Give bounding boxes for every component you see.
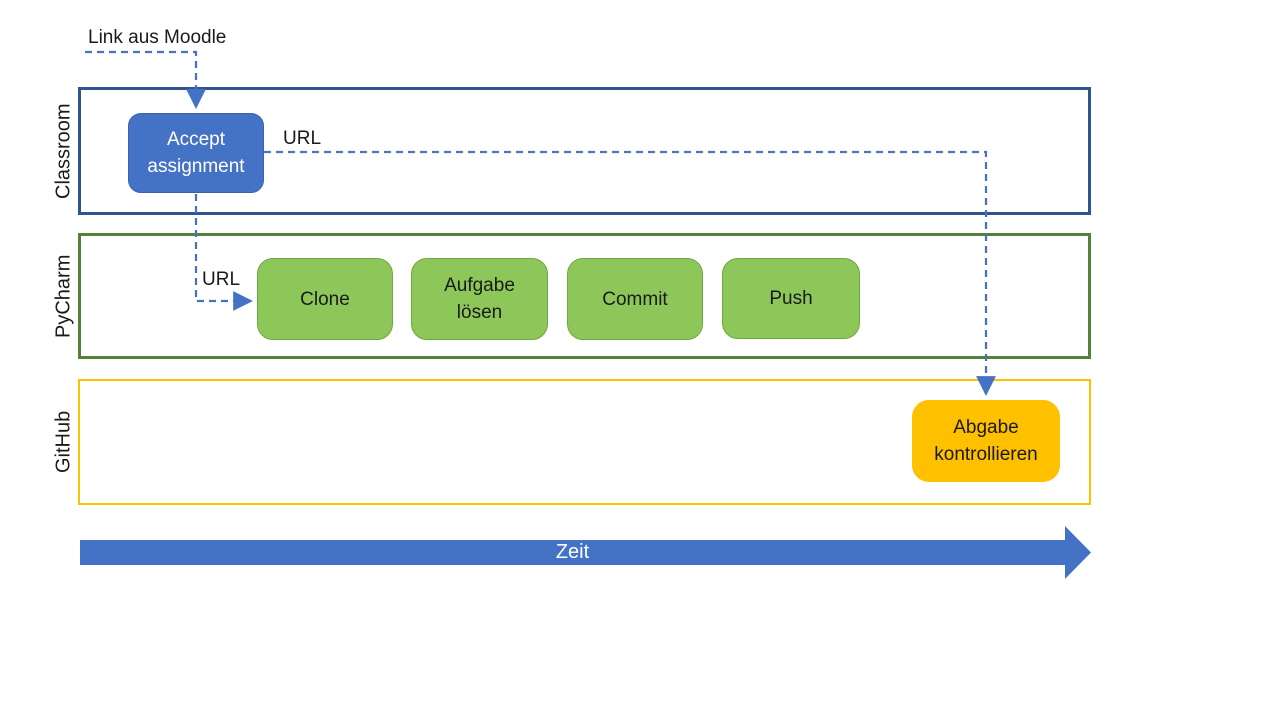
annotation-url-top: URL: [283, 128, 322, 149]
lane-label-pycharm: PyCharm: [52, 254, 75, 338]
lane-label-classroom: Classroom: [52, 103, 75, 199]
node-push: Push: [722, 258, 860, 339]
annotation-url-pycharm: URL: [202, 269, 241, 290]
timeline-label: Zeit: [555, 541, 590, 563]
node-clone: Clone: [257, 258, 393, 340]
node-aufgabe-loesen: Aufgabe lösen: [411, 258, 548, 340]
node-accept-assignment: Accept assignment: [128, 113, 264, 193]
node-abgabe-kontrollieren: Abgabe kontrollieren: [912, 400, 1060, 482]
node-commit: Commit: [567, 258, 703, 340]
lane-label-github: GitHub: [52, 410, 75, 474]
annotation-link-aus-moodle: Link aus Moodle: [88, 27, 227, 48]
